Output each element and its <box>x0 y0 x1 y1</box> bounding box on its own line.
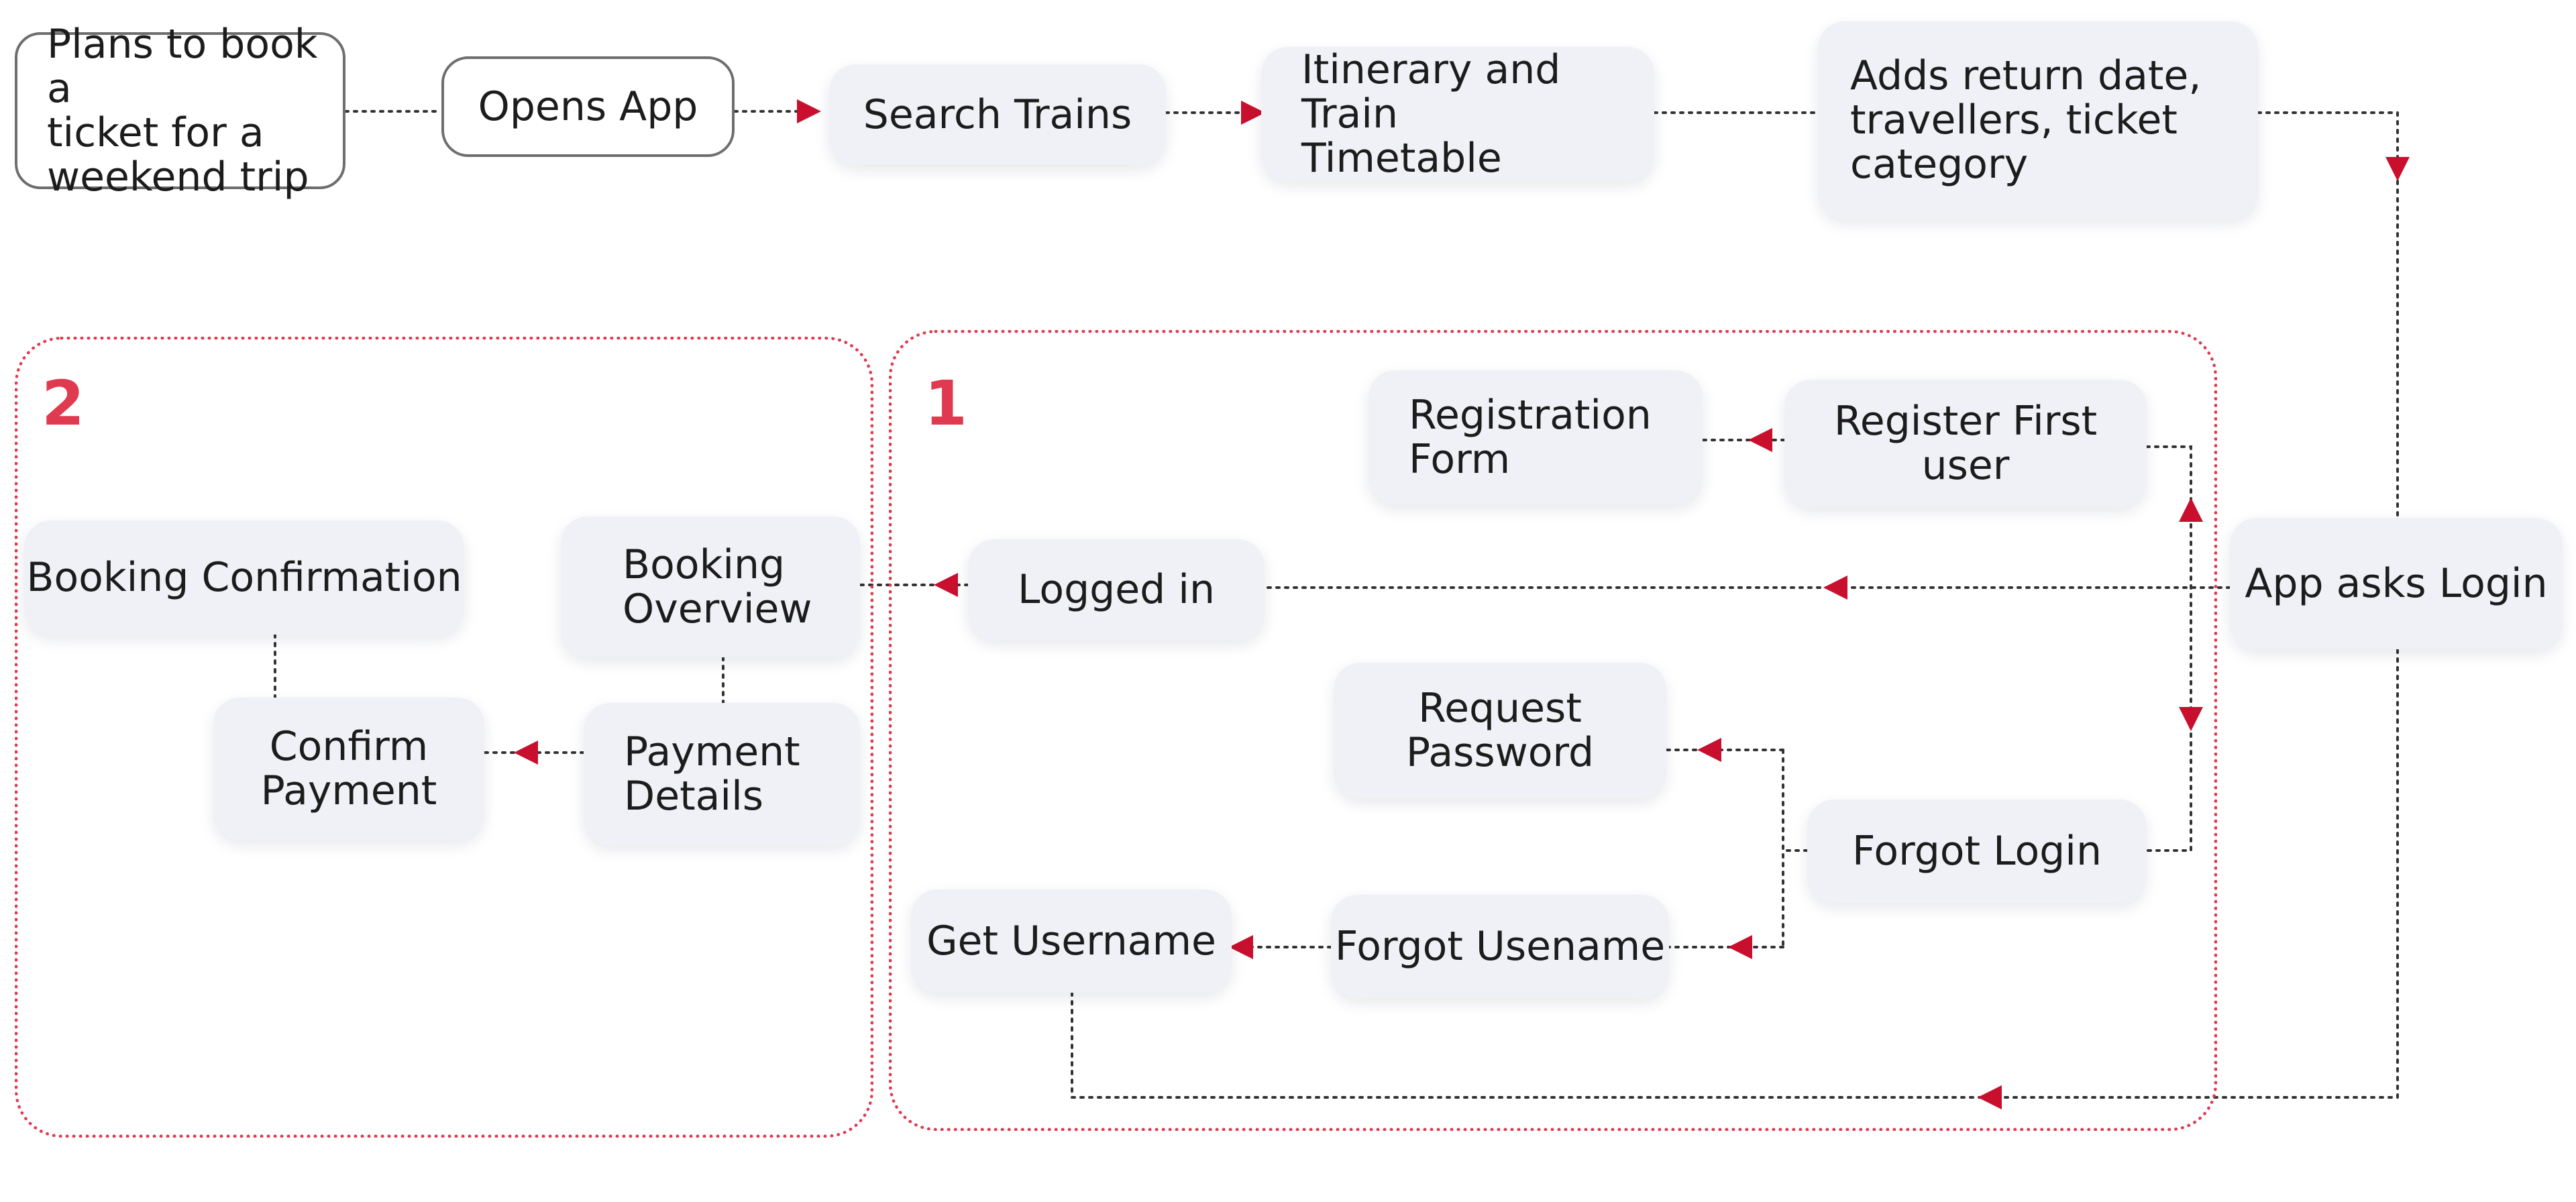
connector-adds-down <box>2257 111 2399 162</box>
node-logged-in: Logged in <box>968 539 1265 640</box>
node-plans-to-book: Plans to book a ticket for a weekend tri… <box>15 22 345 199</box>
arrow-to-confirm-payment <box>514 741 538 765</box>
arrow-login-to-logged <box>1823 576 1847 600</box>
node-forgot-username: Forgot Usename <box>1331 895 1669 998</box>
arrow-loop-back <box>1978 1085 2002 1109</box>
node-confirm-payment: Confirm Payment <box>213 698 484 840</box>
node-adds-return-date: Adds return date, travellers, ticket cat… <box>1818 21 2258 219</box>
arrow-to-forgot-username <box>1728 935 1752 959</box>
node-itinerary-timetable: Itinerary and Train Timetable <box>1261 47 1654 181</box>
arrow-to-search <box>797 99 821 123</box>
arrow-to-get-username <box>1229 935 1253 959</box>
node-forgot-login: Forgot Login <box>1807 800 2147 903</box>
connector-register-forgot-login <box>2145 445 2192 852</box>
node-register-first-user: Register First user <box>1784 380 2147 507</box>
arrow-up-to-register <box>2179 498 2203 522</box>
arrow-to-booking-overview <box>934 573 958 597</box>
arrow-down-to-forgot <box>2179 707 2203 731</box>
arrow-to-registration <box>1748 428 1772 452</box>
node-request-password: Request Password <box>1334 663 1666 798</box>
arrow-to-request-password <box>1697 738 1721 762</box>
arrow-to-itinerary <box>1241 101 1265 125</box>
group-2-number: 2 <box>42 368 85 439</box>
node-opens-app: Opens App <box>441 56 735 157</box>
group-1-number: 1 <box>924 368 968 439</box>
connector-loop-back <box>1071 648 2399 1099</box>
node-get-username: Get Username <box>911 889 1232 993</box>
node-booking-overview: Booking Overview <box>561 516 860 657</box>
group-2-frame <box>15 337 873 1138</box>
group-1-frame <box>889 330 2217 1131</box>
arrow-down-to-login <box>2385 157 2410 181</box>
node-registration-form: Registration Form <box>1368 370 1703 504</box>
node-search-trains: Search Trains <box>829 64 1166 165</box>
node-booking-confirmation: Booking Confirmation <box>24 521 464 635</box>
node-payment-details: Payment Details <box>584 703 860 845</box>
node-app-asks-login: App asks Login <box>2230 518 2563 649</box>
